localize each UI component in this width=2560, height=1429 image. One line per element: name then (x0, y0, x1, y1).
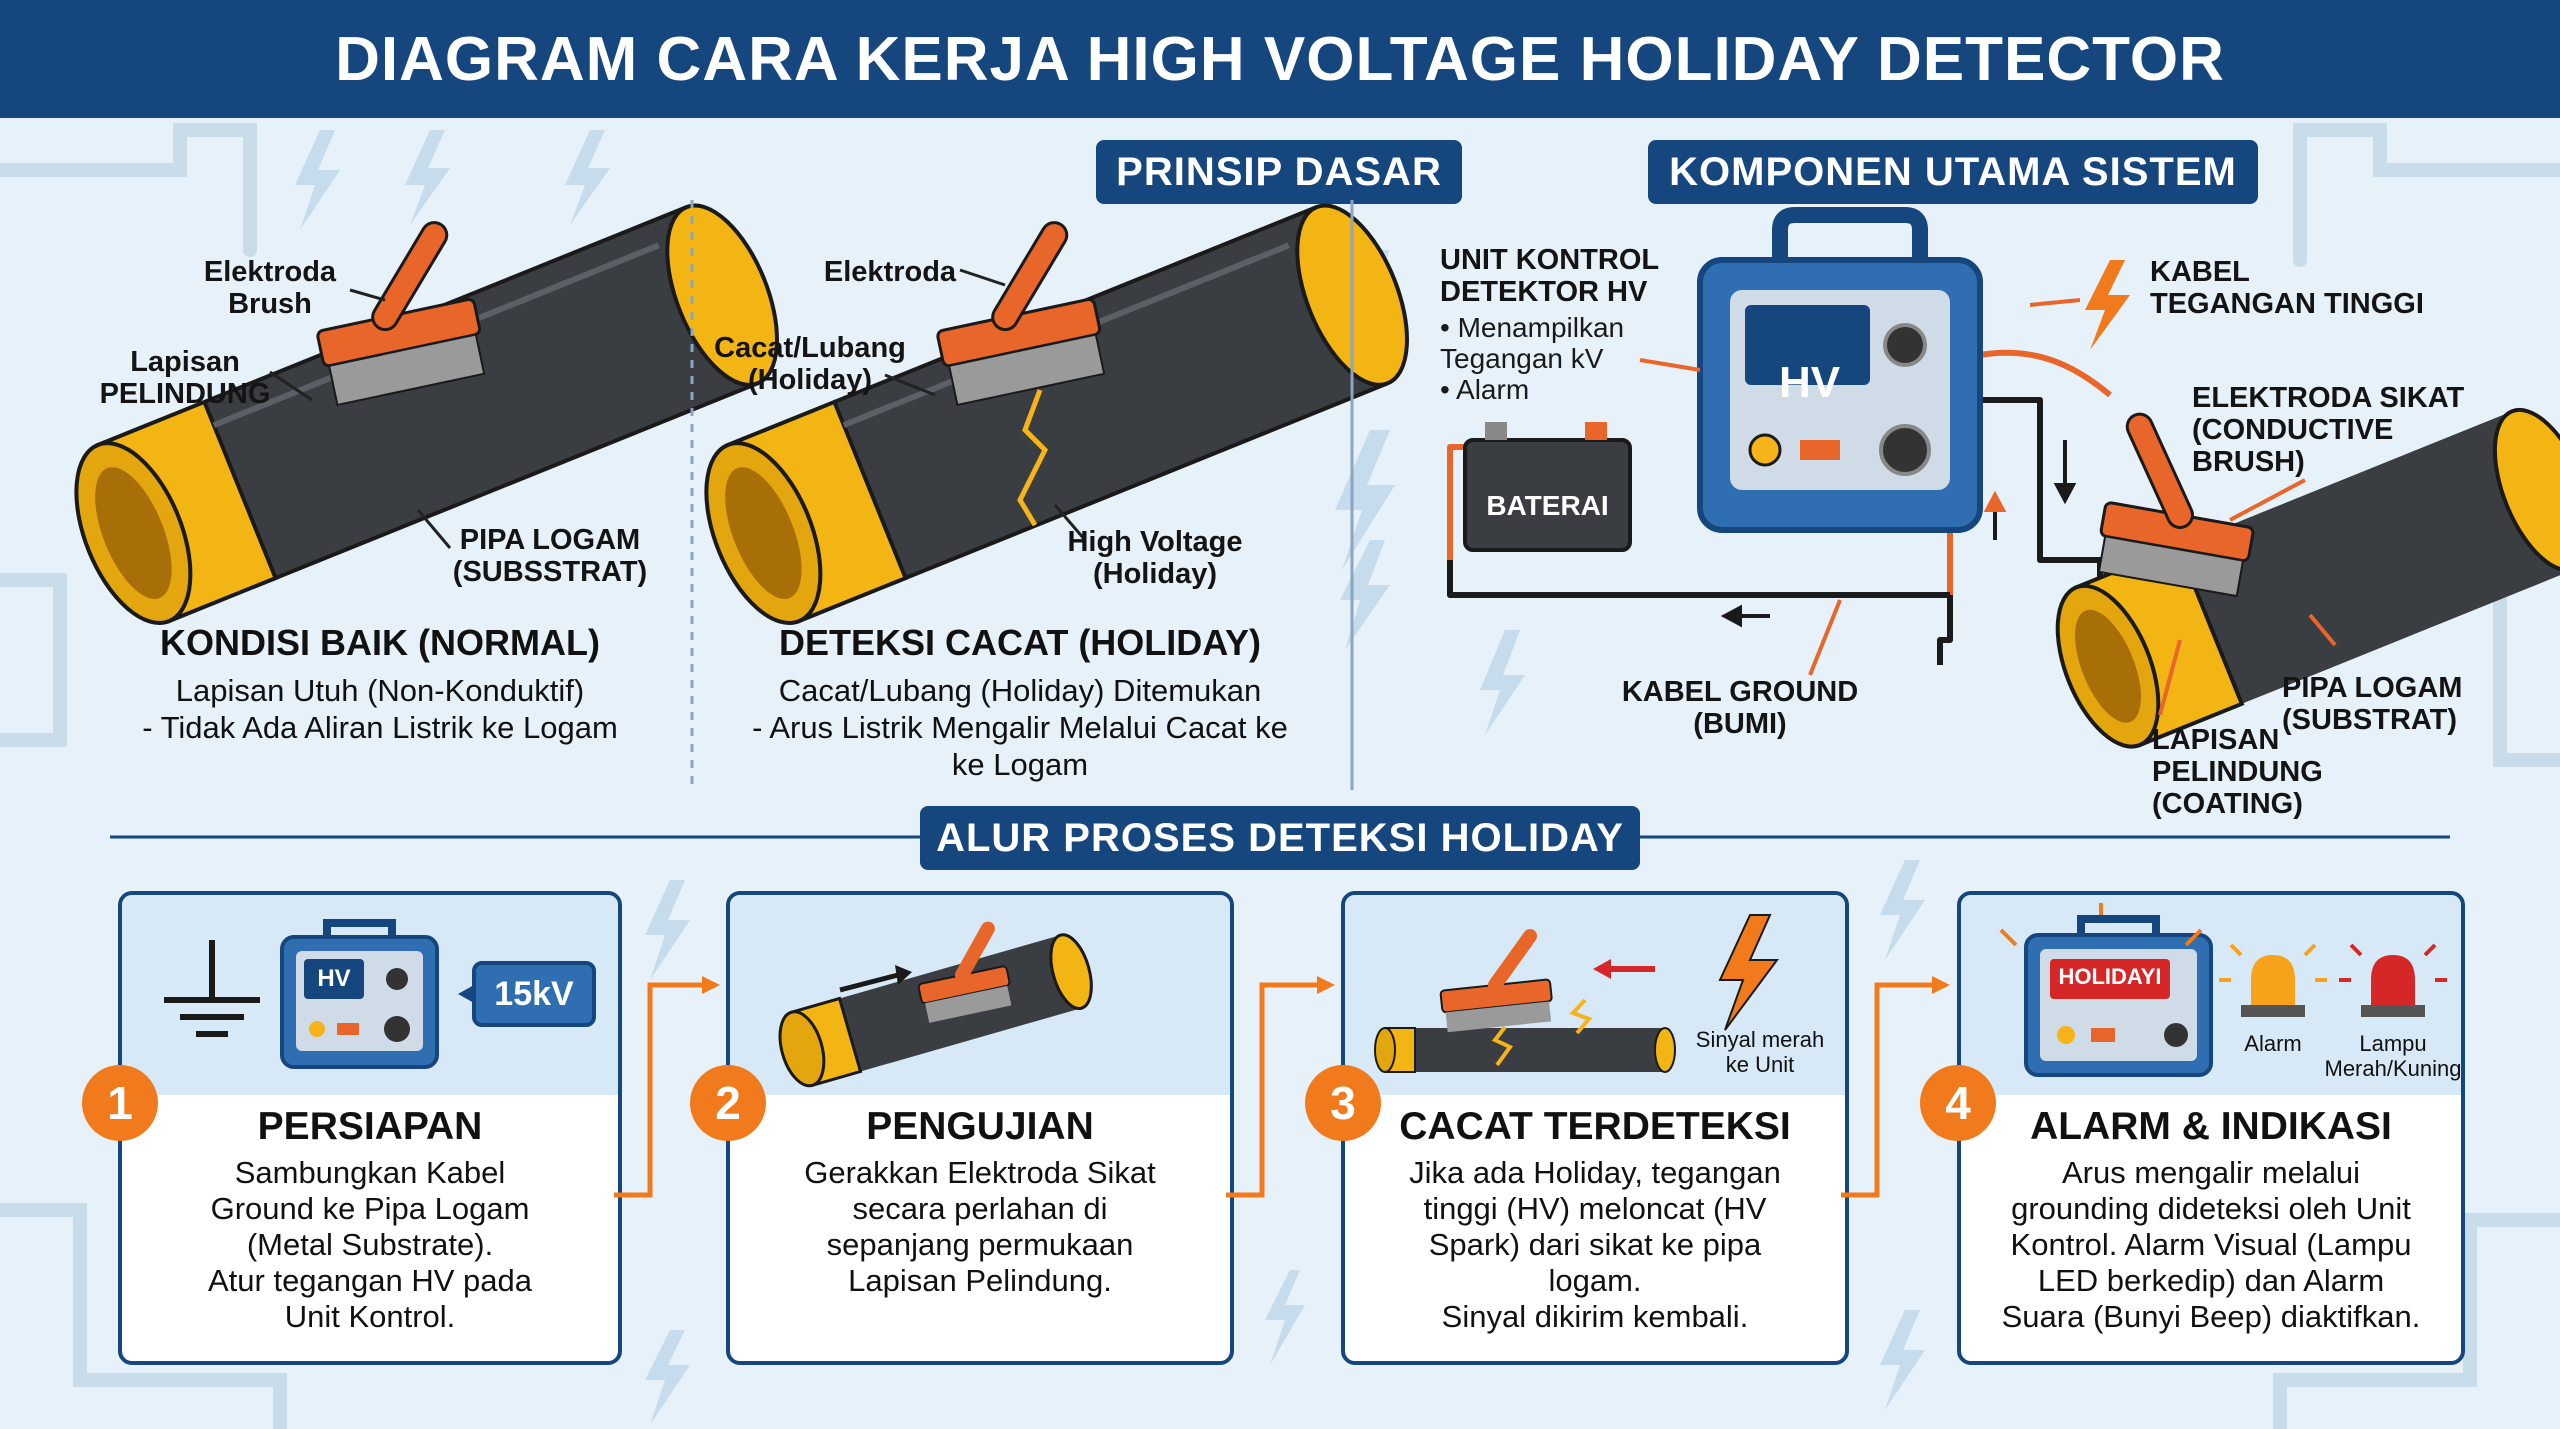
hv-cable-label: KABEL TEGANGAN TINGGI (2150, 256, 2424, 320)
step2-title: PENGUJIAN (866, 1105, 1094, 1148)
defect-desc: Cacat/Lubang (Holiday) Ditemukan - Arus … (752, 673, 1288, 782)
step4-title: ALARM & INDIKASI (2030, 1105, 2392, 1148)
step1-screen: HV (317, 965, 351, 992)
step3-text: Jika ada Holiday, tegangan tinggi (HV) m… (1409, 1155, 1781, 1334)
control-unit-icon (280, 919, 439, 1069)
step-card-2: PENGUJIAN Gerakkan Elektroda Sikat secar… (726, 891, 1234, 1365)
ground-cable-label: KABEL GROUND (BUMI) (1621, 676, 1859, 740)
label-electrode-brush: Elektroda Brush (203, 256, 337, 320)
bolt-icon (1718, 914, 1779, 1031)
step2-text: Gerakkan Elektroda Sikat secara perlahan… (804, 1155, 1156, 1298)
defect-title: DETEKSI CACAT (HOLIDAY) (778, 622, 1261, 663)
step-number-4: 4 (1920, 1065, 1996, 1141)
spark-icon (1491, 1025, 1514, 1067)
step1-text: Sambungkan Kabel Ground ke Pipa Logam (M… (207, 1155, 533, 1334)
page-title: DIAGRAM CARA KERJA HIGH VOLTAGE HOLIDAY … (335, 24, 2225, 94)
alarm-icon (2219, 943, 2327, 1017)
title-banner: DIAGRAM CARA KERJA HIGH VOLTAGE HOLIDAY … (0, 0, 2560, 118)
brush-icon (1439, 929, 1553, 1033)
spark-icon (1017, 389, 1049, 527)
step-card-1: HV 15kV PERSIAPAN Sambungkan Kabel Groun… (118, 891, 622, 1365)
step4-text: Arus mengalir melalui grounding dideteks… (2001, 1155, 2421, 1334)
normal-title: KONDISI BAIK (NORMAL) (160, 622, 600, 663)
step-card-4: HOLIDAYI Alarm Lampu Merah/Kuning ALARM … (1957, 891, 2465, 1365)
ground-icon (164, 940, 260, 1037)
normal-desc: Lapisan Utuh (Non-Konduktif) - Tidak Ada… (142, 673, 618, 745)
process-heading: ALUR PROSES DETEKSI HOLIDAY (920, 806, 1640, 870)
lamp-label: Lampu Merah/Kuning (2324, 1031, 2462, 1081)
hv-screen: HV (1778, 358, 1841, 407)
principle-heading: PRINSIP DASAR (1096, 140, 1462, 204)
step-number-3: 3 (1305, 1065, 1381, 1141)
label-pipe: PIPA LOGAM (SUBSSTRAT) (452, 524, 648, 588)
brush-system (2097, 412, 2255, 598)
step3-title: CACAT TERDETEKSI (1399, 1105, 1791, 1148)
step-number-1: 1 (82, 1065, 158, 1141)
pipe-system (2055, 407, 2560, 749)
step1-title: PERSIAPAN (257, 1105, 483, 1148)
label-electrode: Elektroda (823, 256, 957, 288)
battery-icon (1463, 422, 1632, 552)
brush-icon (917, 921, 1012, 1023)
brush-label: ELEKTRODA SIKAT (CONDUCTIVE BRUSH) (2192, 382, 2465, 478)
signal-note: Sinyal merah ke Unit (1695, 1027, 1825, 1077)
bolt-icon (2085, 260, 2130, 350)
coating-label: LAPISAN PELINDUNG (COATING) (2152, 724, 2323, 820)
warning-lamp-icon (2339, 943, 2447, 1017)
arrow-icon (895, 965, 912, 985)
voltage-badge: 15kV (494, 975, 574, 1013)
control-unit-bullets: • Menampilkan Tegangan kV • Alarm (1440, 312, 1625, 405)
alarm-label: Alarm (2244, 1031, 2302, 1056)
pipe-icon (1374, 1027, 1676, 1073)
control-unit-title: UNIT KONTROL DETEKTOR HV (1440, 244, 1660, 308)
components-heading: KOMPONEN UTAMA SISTEM (1648, 140, 2258, 204)
label-coating: Lapisan PELINDUNG (99, 346, 271, 410)
step-card-3: Sinyal merah ke Unit CACAT TERDETEKSI Ji… (1341, 891, 1849, 1365)
arrow-left-icon (1593, 959, 1611, 979)
control-unit-icon (2024, 915, 2213, 1077)
control-unit (1697, 207, 1983, 533)
alarm-rays (1999, 903, 2203, 947)
pipe-label: PIPA LOGAM (SUBSTRAT) (2282, 672, 2463, 736)
pipe-icon (778, 933, 1093, 1088)
step4-screen: HOLIDAYI (2058, 964, 2162, 989)
label-high-voltage: High Voltage (Holiday) (1067, 526, 1243, 590)
step-number-2: 2 (690, 1065, 766, 1141)
battery-label: BATERAI (1486, 490, 1609, 521)
label-holiday: Cacat/Lubang (Holiday) (714, 332, 906, 396)
